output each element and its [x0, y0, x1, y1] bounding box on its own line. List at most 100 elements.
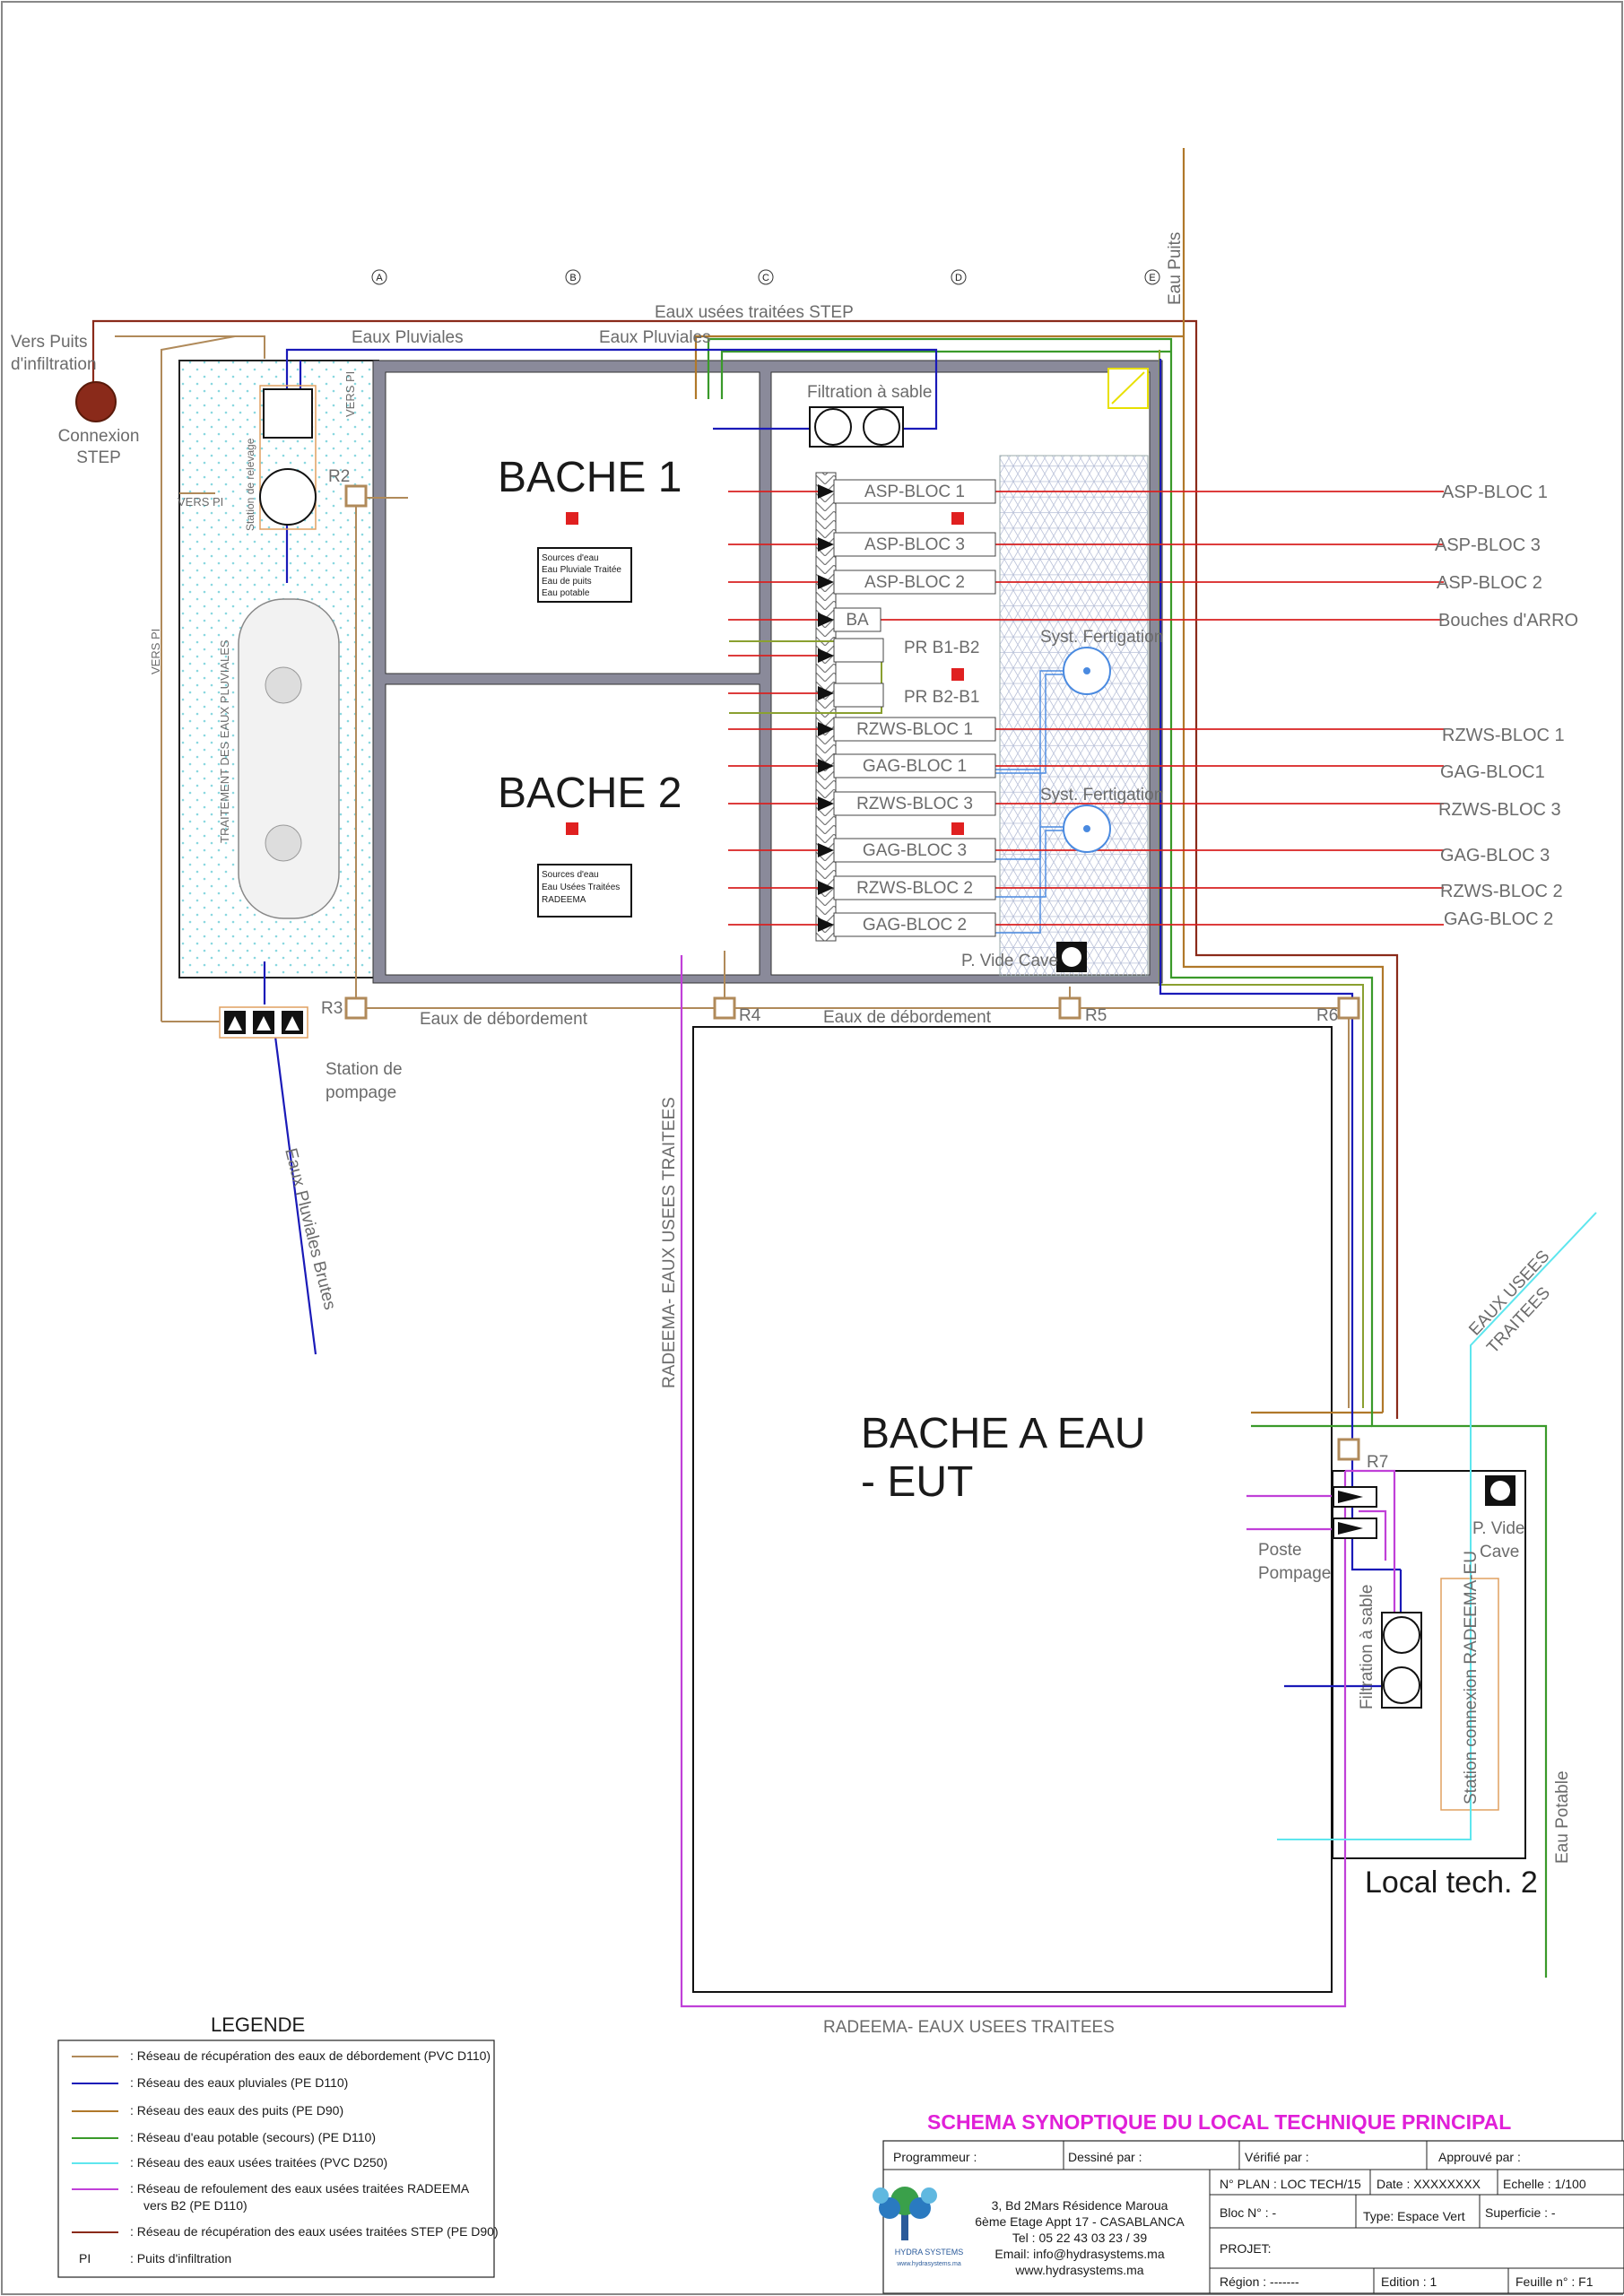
filtration-sable-2-label: Filtration à sable: [1358, 1585, 1376, 1709]
legend-item-6: : Réseau de récupération des eaux usées …: [130, 2224, 499, 2239]
poste-pompage-label-2: Pompage: [1258, 1564, 1331, 1583]
bloc-box-rzws-3: RZWS-BLOC 3: [856, 795, 973, 813]
grid-marker-d: D: [955, 273, 962, 283]
bloc-box-asp-2: ASP-BLOC 2: [864, 573, 965, 592]
title-edition: Edition : 1: [1381, 2274, 1437, 2289]
bache-2-source-0: Sources d'eau: [542, 870, 599, 880]
outlet-bouches-arro: Bouches d'ARRO: [1438, 611, 1578, 631]
outlet-rzws-bloc-2: RZWS-BLOC 2: [1440, 882, 1563, 901]
debordement-network: [115, 335, 1350, 1408]
legend-item-0: : Réseau de récupération des eaux de déb…: [130, 2048, 491, 2063]
address-line-0: 3, Bd 2Mars Résidence Maroua: [992, 2198, 1168, 2213]
legend-item-1: : Réseau des eaux pluviales (PE D110): [130, 2075, 348, 2090]
radeema-bottom-label: RADEEMA- EAUX USEES TRAITEES: [823, 2018, 1115, 2037]
station-pompage-label-1: Station de: [326, 1060, 403, 1079]
outlet-asp-bloc-2: ASP-BLOC 2: [1437, 573, 1542, 593]
bache-1-sources-box: [537, 547, 632, 603]
bloc-box-asp-3: ASP-BLOC 3: [864, 535, 965, 554]
eaux-pluviales-label-2: Eaux Pluviales: [599, 328, 711, 347]
vers-puits-label: Vers Puits: [11, 333, 88, 352]
red-markers: [566, 512, 964, 835]
bloc-box-rzws-2: RZWS-BLOC 2: [856, 879, 973, 898]
title-block: SCHEMA SYNOPTIQUE DU LOCAL TECHNIQUE PRI…: [873, 2110, 1624, 2294]
fertigation-lines: [995, 670, 1074, 934]
address-line-2: Tel : 05 22 43 03 23 / 39: [1012, 2231, 1147, 2245]
outlet-gag-bloc-2: GAG-BLOC 2: [1444, 909, 1553, 929]
connexion-label: Connexion: [58, 427, 140, 446]
logo-url: www.hydrasystems.ma: [896, 2261, 961, 2267]
station-connexion-label: Station connexion RADEEMA-EU: [1462, 1551, 1481, 1805]
legend-item-3: : Réseau d'eau potable (secours) (PE D11…: [130, 2130, 376, 2144]
address-line-1: 6ème Etage Appt 17 - CASABLANCA: [975, 2214, 1185, 2229]
legend-item-4: : Réseau des eaux usées traitées (PVC D2…: [130, 2155, 387, 2170]
title-dessine: Dessiné par :: [1068, 2150, 1142, 2164]
bache-eut-title-1: BACHE A EAU: [861, 1410, 1145, 1457]
pr-b2-b1-label: PR B2-B1: [904, 688, 979, 707]
filtration-sable-top: Filtration à sable: [807, 383, 932, 448]
outlet-labels: ASP-BLOC 1 ASP-BLOC 3 ASP-BLOC 2 Bouches…: [1435, 483, 1578, 929]
bloc-box-gag-1: GAG-BLOC 1: [863, 757, 967, 776]
regard-r5-label: R5: [1085, 1006, 1107, 1025]
distribution-outlets: [852, 491, 1444, 926]
bache-1-title: BACHE 1: [498, 454, 682, 501]
outlet-rzws-bloc-3: RZWS-BLOC 3: [1438, 800, 1561, 820]
regard-r4-label: R4: [739, 1006, 761, 1025]
title-n-plan: N° PLAN : LOC TECH/15: [1220, 2177, 1361, 2191]
bloc-box-asp-1: ASP-BLOC 1: [864, 483, 965, 501]
regard-r3-label: R3: [321, 999, 343, 1018]
fertigation-zone: [999, 455, 1149, 977]
vers-pi-label-2: VERS PI: [178, 495, 223, 509]
bache-1-source-2: Eau de puits: [542, 577, 592, 587]
poste-pompage-label-1: Poste: [1258, 1541, 1302, 1560]
puits-network: [694, 148, 1385, 1414]
grid-marker-c: C: [762, 273, 769, 283]
poste-pompage-pumps: [1333, 1486, 1377, 1539]
ba-label: BA: [846, 611, 869, 630]
title-approuve: Approuvé par :: [1438, 2150, 1521, 2164]
pr-b1-b2-label: PR B1-B2: [904, 639, 979, 657]
manifold-pumps: [818, 484, 834, 932]
bloc-box-rzws-1: RZWS-BLOC 1: [856, 720, 973, 739]
yellow-marker-diag: [1111, 371, 1145, 404]
title-projet: PROJET:: [1220, 2241, 1272, 2256]
eaux-usees-step-label: Eaux usées traitées STEP: [655, 303, 854, 322]
traitement-label: TRAITEMENT DES EAUX PLUVIALES: [218, 639, 231, 843]
legend-item-5-line-2: vers B2 (PE D110): [143, 2198, 248, 2213]
local-tech-2-label: Local tech. 2: [1365, 1866, 1538, 1900]
hydra-systems-logo: HYDRA SYSTEMS www.hydrasystems.ma: [873, 2187, 963, 2267]
grid-markers: A B C D E: [371, 269, 1160, 285]
bache-2-sources-box: [537, 864, 632, 918]
p-vide-cave-2-label-2: Cave: [1480, 1543, 1519, 1561]
legend-title: LEGENDE: [211, 2013, 305, 2036]
syst-fertigation-label-1: Syst. Fertigation: [1040, 628, 1163, 647]
d-infiltration-label: d'infiltration: [11, 355, 97, 374]
title-superficie: Superficie : -: [1485, 2205, 1556, 2220]
outlet-rzws-bloc-1: RZWS-BLOC 1: [1442, 726, 1565, 745]
outlet-gag-bloc-3: GAG-BLOC 3: [1440, 846, 1550, 865]
radeema-network: [680, 955, 1396, 2008]
legend-pi-code: PI: [79, 2251, 91, 2266]
fertigation-pumps: Syst. Fertigation Syst. Fertigation: [1040, 628, 1163, 853]
station-relevage: Station de relevage: [244, 385, 317, 531]
bache-2-source-1: Eau Usées Traitées: [542, 883, 620, 892]
syst-fertigation-label-2: Syst. Fertigation: [1040, 786, 1163, 804]
regard-r2-label: R2: [328, 467, 350, 486]
legend-item-5: : Réseau de refoulement des eaux usées t…: [130, 2181, 470, 2196]
grid-marker-b: B: [569, 273, 576, 283]
bache-1-source-1: Eau Pluviale Traitée: [542, 565, 621, 575]
distribution-inputs: [728, 491, 818, 926]
filtration-sable-label: Filtration à sable: [807, 383, 932, 402]
logo-name: HYDRA SYSTEMS: [895, 2248, 964, 2257]
step-label: STEP: [76, 448, 121, 467]
treatment-tank: TRAITEMENT DES EAUX PLUVIALES: [218, 598, 340, 919]
eaux-debordement-label-1: Eaux de débordement: [420, 1010, 588, 1029]
p-vide-cave-2-label-1: P. Vide: [1472, 1519, 1524, 1538]
bache-2-source-2: RADEEMA: [542, 895, 586, 905]
title-feuille: Feuille n° : F1: [1515, 2274, 1594, 2289]
bache-1-source-3: Eau potable: [542, 588, 590, 598]
bache-eut-tank: [692, 1026, 1333, 1993]
regard-r6-label: R6: [1316, 1006, 1338, 1025]
bloc-box-gag-3: GAG-BLOC 3: [863, 841, 967, 860]
